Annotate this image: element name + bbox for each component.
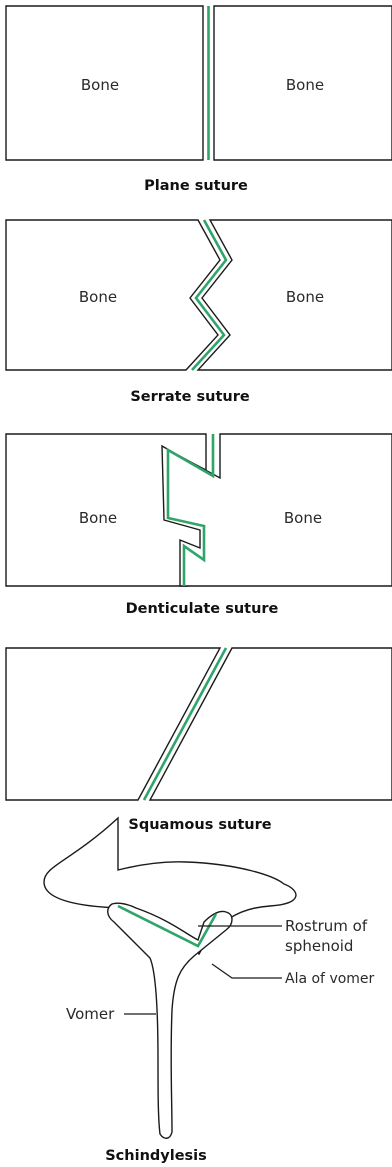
squamous-suture-panel: Squamous suture	[6, 648, 392, 833]
plane-suture-panel: Bone Bone Plane suture	[6, 6, 392, 194]
denticulate-left-label: Bone	[79, 509, 117, 527]
denticulate-right-label: Bone	[284, 509, 322, 527]
vomer-label: Vomer	[66, 1005, 115, 1023]
rostrum-label-line2: sphenoid	[285, 937, 353, 955]
serrate-suture-caption: Serrate suture	[130, 389, 250, 405]
denticulate-suture-caption: Denticulate suture	[126, 601, 279, 617]
serrate-suture-panel: Bone Bone Serrate suture	[6, 220, 392, 405]
plane-right-label: Bone	[286, 76, 324, 94]
ala-leader	[212, 964, 282, 978]
ala-label: Ala of vomer	[285, 971, 375, 987]
serrate-left-label: Bone	[79, 288, 117, 306]
schindylesis-panel: Rostrum of sphenoid Ala of vomer Vomer S…	[44, 818, 375, 1164]
rostrum-label-line1: Rostrum of	[285, 917, 368, 935]
squamous-suture-caption: Squamous suture	[128, 817, 271, 833]
schindylesis-caption: Schindylesis	[105, 1148, 207, 1164]
vomer-bone	[108, 903, 232, 1138]
plane-left-label: Bone	[81, 76, 119, 94]
denticulate-suture-panel: Bone Bone Denticulate suture	[6, 434, 392, 617]
serrate-right-label: Bone	[286, 288, 324, 306]
plane-suture-caption: Plane suture	[144, 178, 248, 194]
